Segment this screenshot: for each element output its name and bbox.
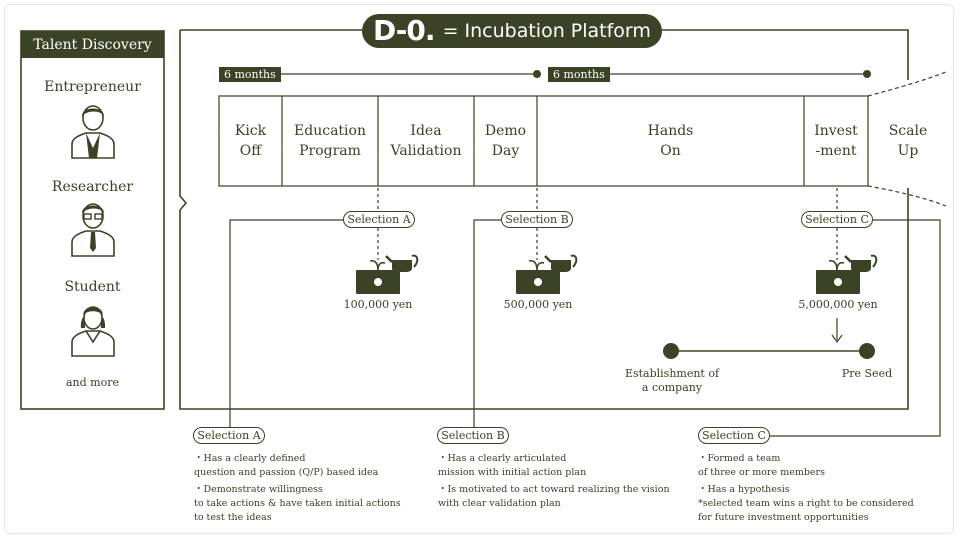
criteria-item: ・Formed a team of three or more members bbox=[698, 453, 825, 478]
criteria-a-list: ・Has a clearly defined question and pass… bbox=[194, 452, 434, 532]
talent-and-more: and more bbox=[65, 376, 119, 389]
stage-education-program: Education Program bbox=[294, 123, 366, 159]
selection-c-pill: Selection C bbox=[801, 211, 873, 228]
d0-logo: D-0. bbox=[373, 14, 436, 47]
student-avatar-icon bbox=[71, 306, 115, 357]
criteria-selection-a-pill: Selection A bbox=[193, 427, 265, 444]
selection-b-pill: Selection B bbox=[501, 211, 573, 228]
criteria-item: ・Has a clearly articulated mission with … bbox=[438, 453, 587, 478]
talent-label-student: Student bbox=[64, 279, 121, 295]
stage-demo-day: Demo Day bbox=[484, 123, 527, 159]
money-bill-icon bbox=[516, 270, 560, 294]
milestone-dot-establishment bbox=[663, 343, 679, 359]
watering-can-icon bbox=[528, 254, 578, 272]
criteria-item: *selected team wins a right to be consid… bbox=[698, 498, 914, 523]
talent-label-entrepreneur: Entrepreneur bbox=[44, 79, 141, 95]
criteria-selection-b-pill: Selection B bbox=[437, 427, 509, 444]
selection-b-amount: 500,000 yen bbox=[503, 298, 573, 311]
criteria-c-list: ・Formed a team of three or more members … bbox=[698, 452, 948, 532]
criteria-item: ・Is motivated to act toward realizing th… bbox=[438, 484, 670, 509]
stage-scale-up: Scale Up bbox=[888, 123, 928, 159]
milestone-establishment-label: Establishment of a company bbox=[624, 367, 720, 394]
criteria-item: ・Has a clearly defined question and pass… bbox=[194, 453, 379, 478]
selection-a-amount: 100,000 yen bbox=[343, 298, 413, 311]
stage-investment: Invest -ment bbox=[814, 123, 858, 159]
watering-can-icon bbox=[828, 254, 878, 272]
page-frame bbox=[4, 4, 954, 534]
criteria-item: ・Demonstrate willingness to take actions… bbox=[194, 484, 401, 523]
watering-can-icon bbox=[369, 254, 419, 272]
stage-hands-on: Hands On bbox=[647, 123, 694, 159]
duration-badge-2: 6 months bbox=[548, 67, 610, 82]
money-bill-icon bbox=[356, 270, 400, 294]
stage-kick-off: Kick Off bbox=[234, 123, 267, 159]
money-bill-icon bbox=[816, 270, 860, 294]
selection-c-amount: 5,000,000 yen bbox=[798, 298, 878, 311]
platform-title-text: = Incubation Platform bbox=[442, 20, 651, 42]
researcher-avatar-icon bbox=[71, 203, 115, 257]
stage-idea-validation: Idea Validation bbox=[390, 123, 462, 159]
criteria-selection-c-pill: Selection C bbox=[698, 427, 770, 444]
talent-label-researcher: Researcher bbox=[51, 179, 134, 195]
platform-title: D-0. = Incubation Platform bbox=[362, 14, 662, 48]
milestone-dot-pre-seed bbox=[859, 343, 875, 359]
selection-a-pill: Selection A bbox=[343, 211, 415, 228]
entrepreneur-avatar-icon bbox=[71, 105, 115, 159]
criteria-b-list: ・Has a clearly articulated mission with … bbox=[438, 452, 678, 532]
talent-discovery-header: Talent Discovery bbox=[21, 31, 164, 58]
milestone-pre-seed-label: Pre Seed bbox=[841, 367, 893, 380]
criteria-item: ・Has a hypothesis bbox=[698, 484, 790, 495]
duration-badge-1: 6 months bbox=[219, 67, 281, 82]
